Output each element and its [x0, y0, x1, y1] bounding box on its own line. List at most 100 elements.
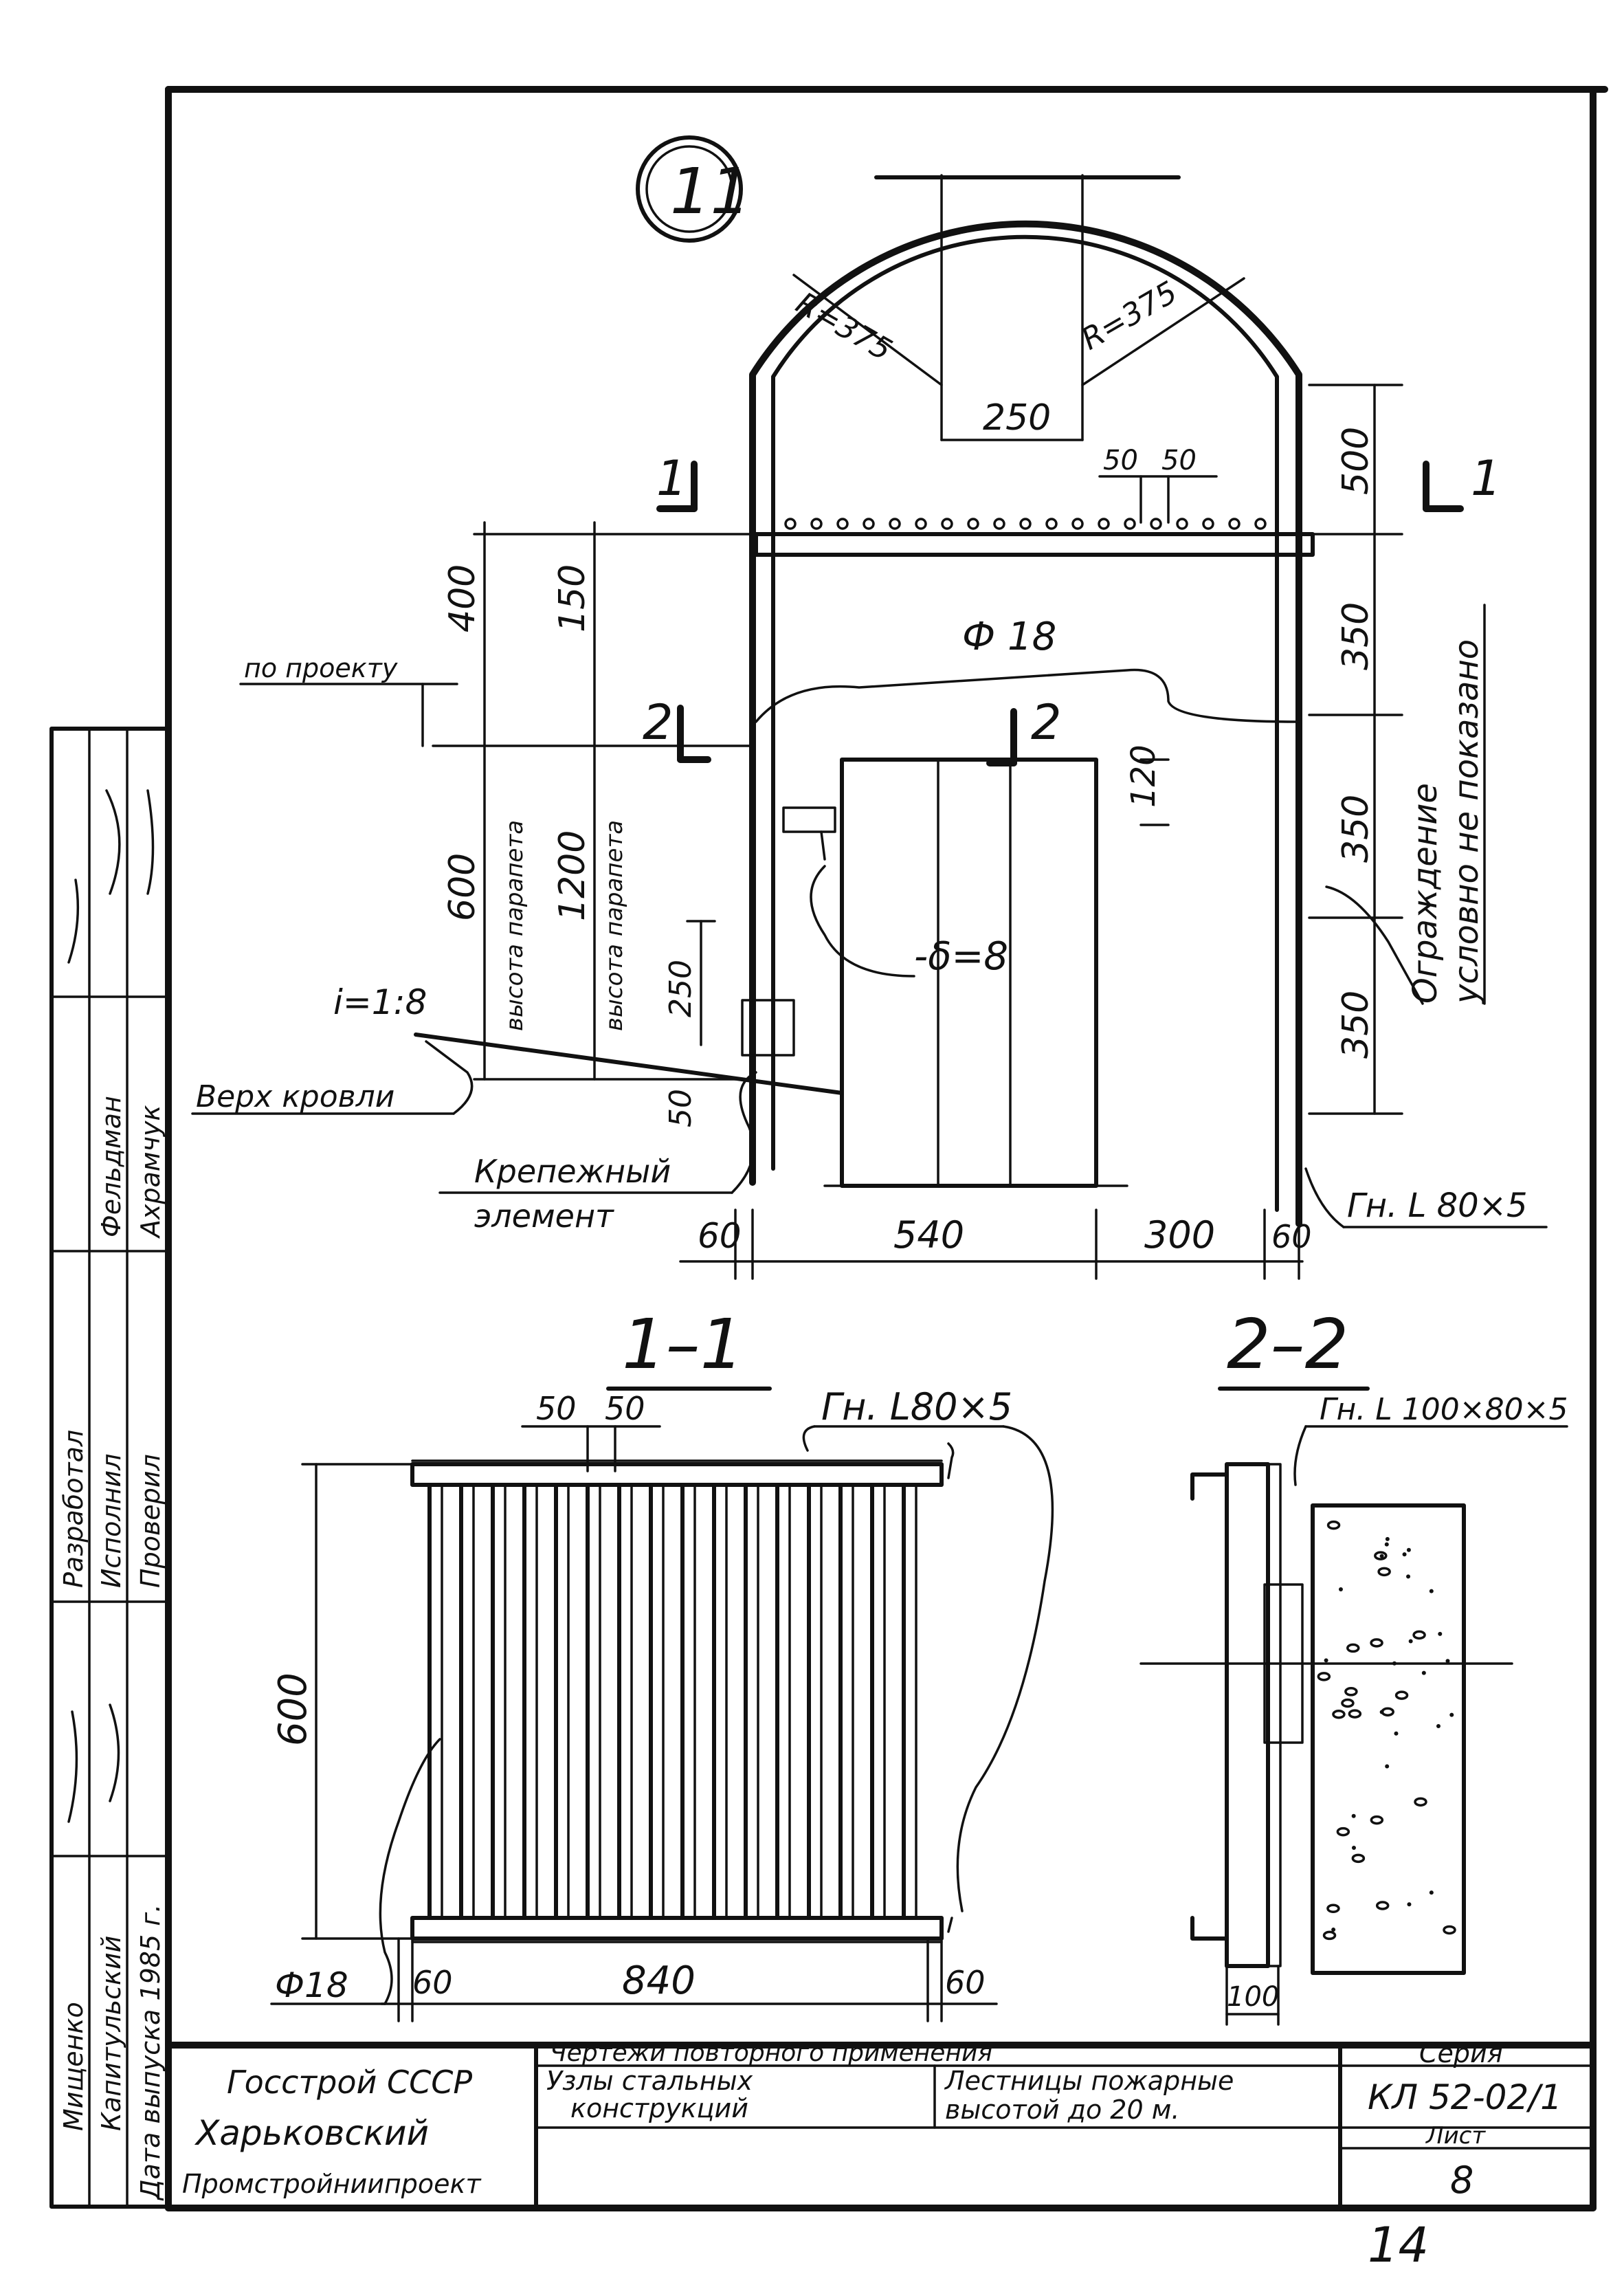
stamp-name-kapitulsky: Капитульский — [96, 1936, 126, 2131]
arch-outer — [749, 220, 1302, 1227]
grate-rod — [1176, 518, 1188, 530]
section-1-1-title: 1–1 — [622, 1304, 744, 1384]
fastener-label-1: Крепежный — [474, 1153, 671, 1190]
tb-sheet-value: 8 — [1450, 2159, 1473, 2202]
tb-object-2: высотой до 20 м. — [945, 2095, 1179, 2125]
dim-60-right: 60 — [1271, 1218, 1312, 1255]
grate-rod — [1098, 518, 1110, 530]
section-mark-1-right: 1 — [1471, 450, 1502, 507]
tb-sheet-label: Лист — [1425, 2122, 1486, 2150]
sheet-frame — [165, 86, 1608, 2211]
s11-rods — [427, 1483, 917, 1920]
s11-phi-label: Ф18 — [275, 1965, 348, 2005]
grate-rod — [1254, 518, 1267, 530]
concrete-dot — [1394, 1731, 1399, 1736]
grate-rod — [863, 518, 875, 530]
dim-600: 600 — [442, 853, 483, 921]
concrete-dot — [1445, 1659, 1450, 1664]
concrete-dot — [1385, 1764, 1390, 1769]
concrete-aggregate — [1322, 1930, 1337, 1941]
landing-platform — [754, 532, 1315, 557]
dim-350-top: 350 — [1335, 602, 1377, 670]
tb-org-1: Госстрой СССР — [227, 2064, 472, 2101]
s22-post — [1225, 1462, 1270, 1968]
concrete-aggregate — [1351, 1853, 1366, 1864]
radius-right-label: R=375 — [1076, 275, 1183, 357]
concrete-aggregate — [1341, 1698, 1355, 1708]
concrete-dot — [1436, 1723, 1441, 1728]
grate-rod — [836, 518, 849, 530]
s11-dim-50b: 50 — [605, 1390, 645, 1427]
section-2-2: 2–2 Гн. L 100×80×5 100 — [1139, 1304, 1568, 2026]
grate-rod — [889, 518, 901, 530]
concrete-aggregate — [1370, 1815, 1384, 1825]
concrete-dot — [1449, 1712, 1454, 1717]
dim-50b: 50 — [1161, 445, 1197, 476]
tb-subject-1: Узлы стальных — [546, 2066, 753, 2096]
dim-250: 250 — [983, 397, 1051, 439]
section-mark-1-left: 1 — [656, 450, 687, 507]
concrete-aggregate — [1336, 1826, 1350, 1837]
concrete-dot — [1421, 1670, 1426, 1675]
concrete-aggregate — [1332, 1709, 1346, 1719]
concrete-dot — [1429, 1589, 1434, 1593]
s22-angle-label: Гн. L 100×80×5 — [1320, 1392, 1568, 1427]
concrete-dot — [1406, 1574, 1411, 1579]
per-project-label: по проекту — [244, 653, 398, 683]
concrete-dot — [1379, 1710, 1384, 1714]
concrete-aggregate — [1346, 1643, 1360, 1653]
grate-rod — [1202, 518, 1214, 530]
concrete-aggregate — [1326, 1903, 1340, 1914]
node-circle — [636, 135, 743, 243]
concrete-dot — [1331, 1928, 1336, 1932]
grate-rod — [1228, 518, 1241, 530]
dim-60-left: 60 — [698, 1216, 742, 1256]
dim-350-mid: 350 — [1335, 795, 1377, 863]
grate-rod — [1019, 518, 1032, 530]
tb-series-label: Серия — [1419, 2038, 1503, 2068]
concrete-dot — [1406, 1547, 1411, 1552]
fence-note-1: Ограждение — [1406, 783, 1445, 1004]
grate-rod — [1124, 518, 1136, 530]
stamp-signatures — [67, 789, 155, 1823]
concrete-dot — [1351, 1813, 1356, 1818]
dim-540: 540 — [893, 1213, 964, 1257]
stamp-release-date: Дата выпуска 1985 г. — [135, 1904, 166, 2201]
concrete-aggregate — [1326, 1520, 1341, 1530]
concrete-aggregate — [1377, 1567, 1391, 1577]
side-stamp: Разработал Исполнил Проверил Фельдман Ах… — [49, 727, 170, 2209]
section-mark-2-left: 2 — [643, 694, 674, 751]
concrete-dot — [1379, 1554, 1384, 1558]
angle-main-label: Гн. L 80×5 — [1347, 1186, 1527, 1225]
delta8-label: -δ=8 — [914, 934, 1008, 979]
concrete-dot — [1324, 1658, 1328, 1663]
concrete-dot — [1338, 1587, 1343, 1591]
concrete-aggregate — [1412, 1630, 1426, 1640]
grate-rod — [810, 518, 823, 530]
dim-300: 300 — [1144, 1213, 1215, 1257]
parapet-1200-label: высота парапета — [601, 820, 628, 1031]
stamp-developed: Разработал — [58, 1430, 89, 1588]
grate-rod — [1150, 518, 1162, 530]
concrete-dot — [1407, 1902, 1412, 1907]
grate-rod — [967, 518, 979, 530]
slope-label: i=1:8 — [333, 982, 427, 1022]
s22-dim-100: 100 — [1227, 1981, 1279, 2013]
tb-org-3: Промстройниипроект — [182, 2169, 482, 2199]
tb-subject-2: конструкций — [570, 2093, 748, 2123]
dim-400: 400 — [442, 564, 483, 632]
stamp-name-mishchenko: Мищенко — [58, 2002, 89, 2131]
tb-series-value: КЛ 52-02/1 — [1368, 2077, 1562, 2117]
stamp-checked: Проверил — [135, 1454, 166, 1588]
stamp-name-akhramchuk: Ахрамчук — [135, 1105, 166, 1239]
section-2-2-title: 2–2 — [1227, 1304, 1348, 1384]
concrete-dot — [1438, 1631, 1443, 1636]
tb-header: Чертежи повторного применения — [550, 2039, 992, 2067]
concrete-dot — [1351, 1845, 1356, 1850]
dim-500: 500 — [1335, 427, 1377, 495]
grate-rod — [993, 518, 1005, 530]
dim-50-low: 50 — [663, 1089, 698, 1127]
main-elevation: 11 R=375 R=375 250 50 50 500 350 — [191, 135, 1548, 1280]
page-number: 14 — [1368, 2217, 1429, 2273]
tb-object-1: Лестницы пожарные — [944, 2066, 1234, 2096]
